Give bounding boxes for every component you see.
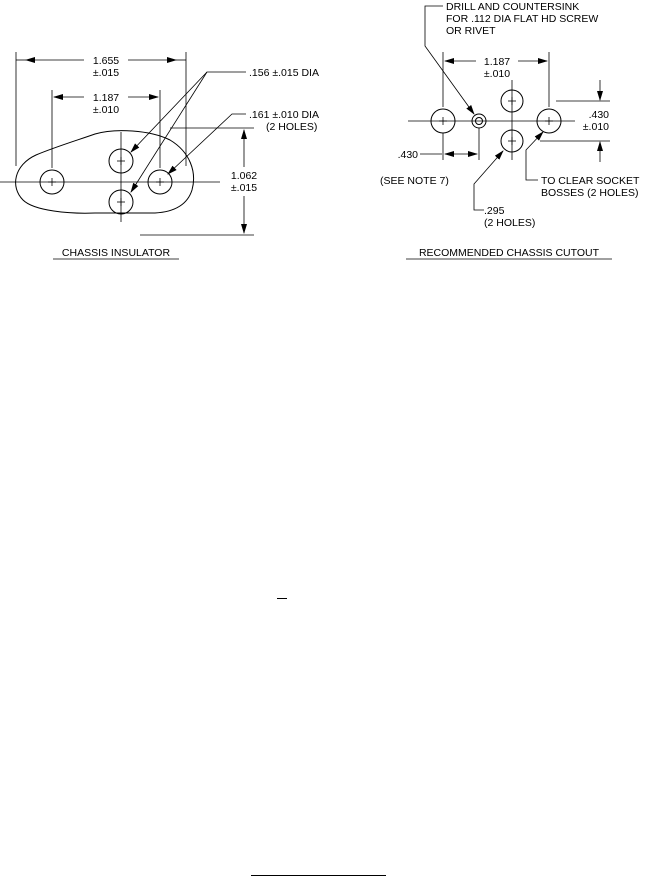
cutout-socket-lower <box>500 129 524 153</box>
view-title-chassis-cutout: RECOMMENDED CHASSIS CUTOUT <box>419 247 600 259</box>
leader-center-dia <box>130 71 246 153</box>
note-socket-line-2: BOSSES (2 HOLES) <box>541 187 638 199</box>
stray-dash-mark <box>277 598 287 599</box>
dim-holes-tol: ±.010 <box>93 104 119 116</box>
hole-left <box>39 169 65 195</box>
leader-side-dia <box>167 113 246 175</box>
hole-upper-center <box>108 148 134 174</box>
cutout-hole-right <box>536 108 562 134</box>
cutout-dim-offset: .430 <box>398 149 419 161</box>
note-drill-line-2: FOR .112 DIA FLAT HD SCREW <box>446 13 598 25</box>
cutout-dim-socket: .295 <box>484 205 505 217</box>
chassis-insulator-view: 1.655 ±.015 1.187 ±.010 1.062 ±.015 .156… <box>0 52 319 260</box>
cutout-dim-socket-qty: (2 HOLES) <box>484 217 535 229</box>
chassis-cutout-view: DRILL AND COUNTERSINK FOR .112 DIA FLAT … <box>380 1 640 260</box>
leader-drill-countersink <box>424 5 475 115</box>
dim-height-value: 1.062 <box>231 170 257 182</box>
callout-side-qty: (2 HOLES) <box>266 121 317 133</box>
note-socket-line-1: TO CLEAR SOCKET <box>541 175 640 187</box>
cutout-dim-holes-value: 1.187 <box>484 56 510 68</box>
see-note-7: (SEE NOTE 7) <box>380 175 449 187</box>
callout-center-dia: .156 ±.015 DIA <box>249 67 319 79</box>
cutout-socket-upper <box>500 89 524 113</box>
dim-height-tol: ±.015 <box>231 182 257 194</box>
note-drill-line-1: DRILL AND COUNTERSINK <box>446 1 579 13</box>
hole-lower-center <box>108 189 134 215</box>
leader-socket-dia <box>473 150 504 211</box>
cutout-dim-vertical-tol: ±.010 <box>583 121 609 133</box>
view-title-chassis-insulator: CHASSIS INSULATOR <box>62 247 171 259</box>
cutout-dim-vertical-value: .430 <box>589 109 610 121</box>
leader-socket-bosses <box>525 131 544 181</box>
note-drill-line-3: OR RIVET <box>446 25 496 37</box>
dim-holes-value: 1.187 <box>93 92 119 104</box>
cutout-dim-holes-tol: ±.010 <box>484 68 510 80</box>
dim-overall-tol: ±.015 <box>93 67 119 79</box>
callout-side-dia: .161 ±.010 DIA <box>249 109 319 121</box>
dim-overall-value: 1.655 <box>93 55 119 67</box>
insulator-outline <box>15 130 194 214</box>
hole-right <box>147 169 173 195</box>
footer-rule <box>251 875 386 876</box>
